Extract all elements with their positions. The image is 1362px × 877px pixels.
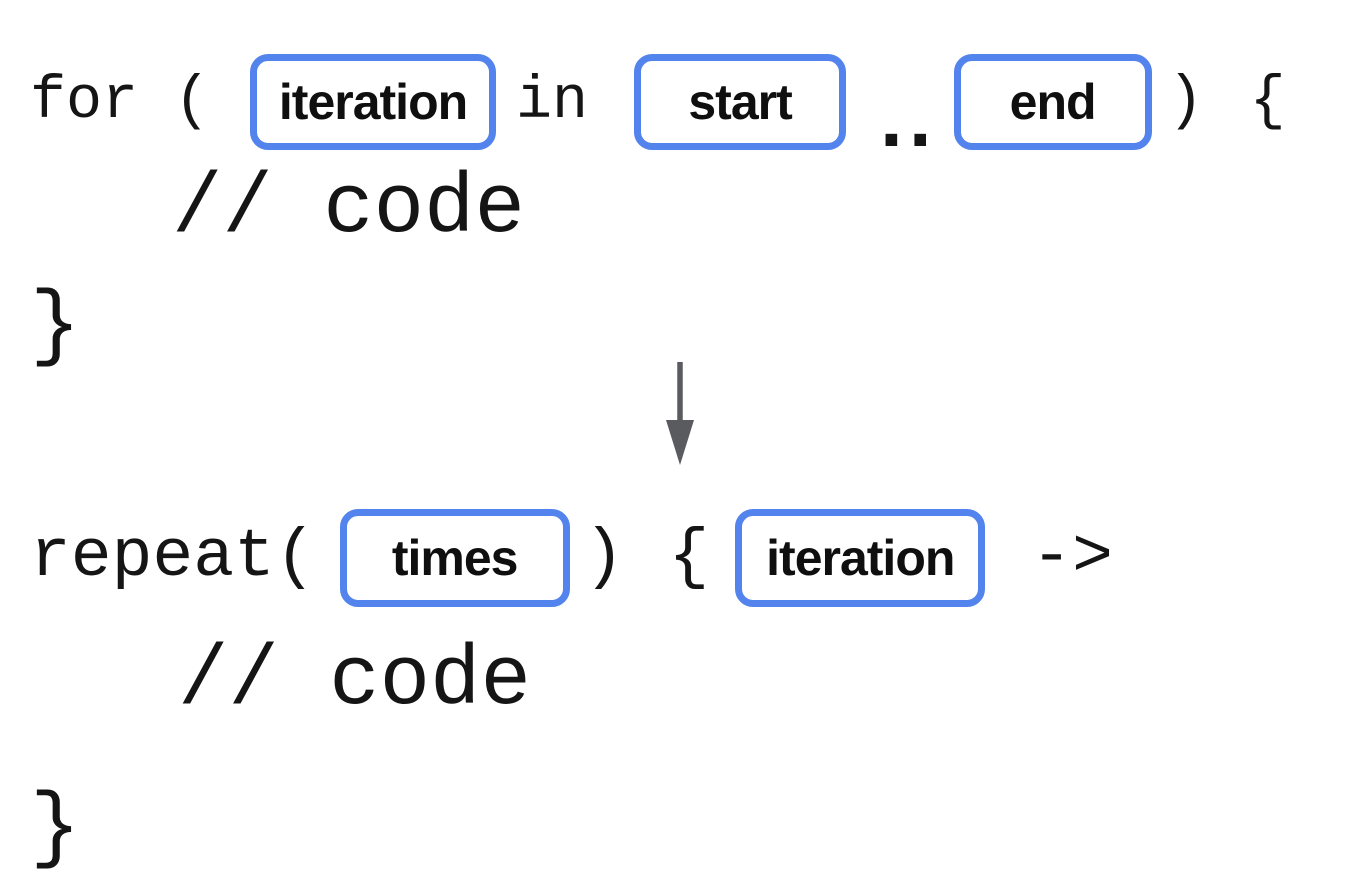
slot-end: end (953, 54, 1152, 150)
repeat-body-comment: // code (178, 634, 531, 729)
slot-end-label: end (1009, 74, 1097, 130)
for-keyword: for ( (30, 68, 211, 136)
slot-iteration-lambda: iteration (735, 509, 986, 607)
lambda-arrow-operator: -> (1031, 519, 1113, 596)
slot-times-label: times (391, 530, 519, 586)
transform-down-arrow-icon (666, 362, 694, 465)
slot-iteration-lambda-label: iteration (766, 530, 955, 586)
slot-iteration: iteration (250, 54, 497, 150)
for-closing-brace: } (30, 280, 81, 375)
repeat-closing-brace: } (30, 782, 81, 877)
repeat-keyword: repeat( (30, 519, 316, 596)
for-close-paren: ) (1167, 68, 1204, 136)
for-body-comment: // code (172, 162, 525, 257)
repeat-header-line: repeat( times ) { iteration -> (30, 508, 1113, 608)
range-operator: .. (880, 73, 938, 164)
for-header-line: for ( iteration in start .. end ) { (30, 54, 1286, 160)
slot-iteration-label: iteration (278, 74, 468, 130)
slot-start: start (634, 54, 847, 150)
repeat-open-brace: { (668, 519, 710, 596)
slot-start-label: start (688, 74, 792, 130)
repeat-close-paren: ) (583, 519, 625, 596)
in-operator: in (516, 68, 589, 136)
slot-times: times (339, 509, 570, 607)
for-open-brace: { (1249, 68, 1286, 136)
